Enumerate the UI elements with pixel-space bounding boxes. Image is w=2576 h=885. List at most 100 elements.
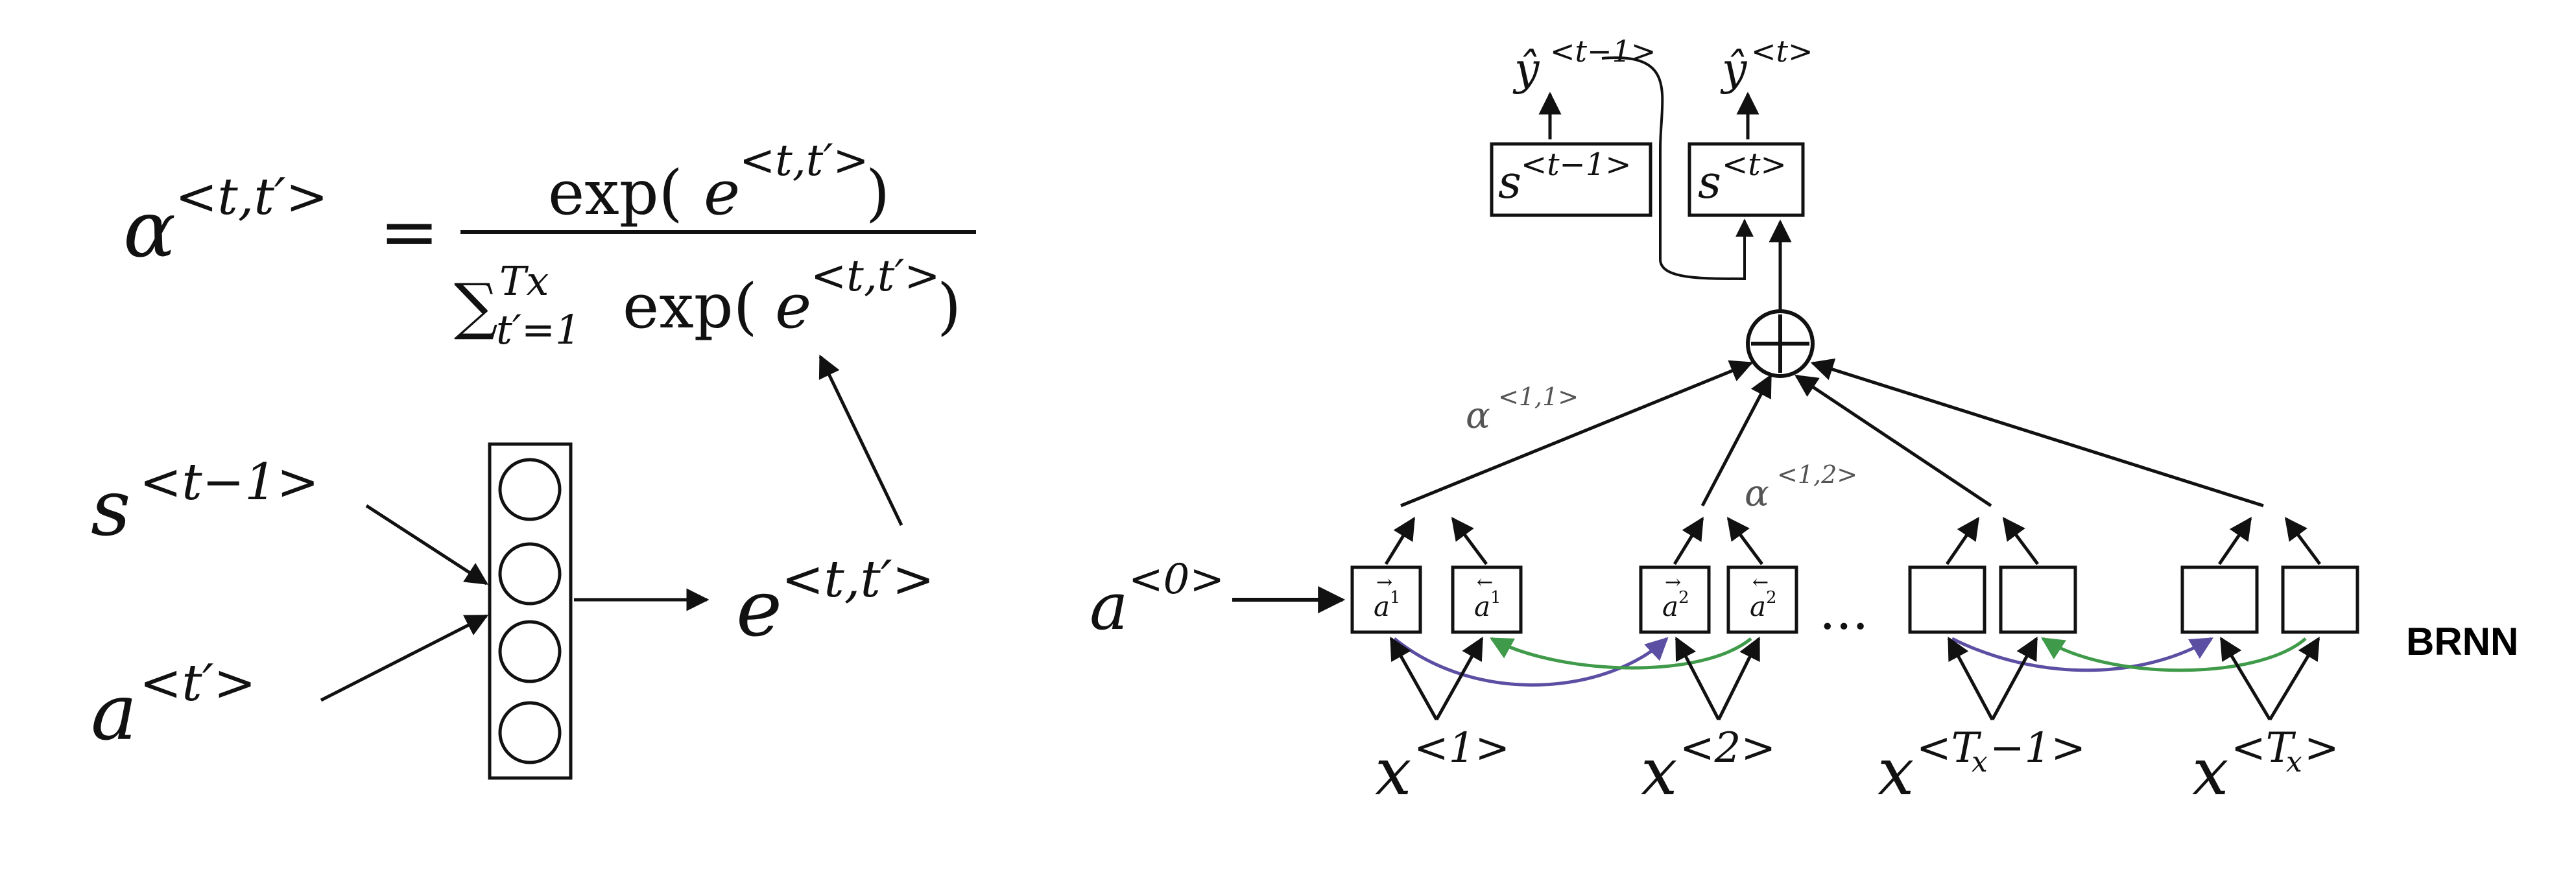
cell-2-fwd-up bbox=[1673, 517, 1704, 565]
input-1-to-bwd bbox=[1435, 636, 1484, 721]
attention-line-3 bbox=[1795, 374, 1992, 508]
output-prev-y: ŷ bbox=[1512, 44, 1540, 95]
state-prev-s: s bbox=[1498, 156, 1521, 209]
input-x-1: x bbox=[1375, 734, 1411, 810]
arrow-a-to-layer bbox=[320, 614, 489, 702]
neuron-layer-box bbox=[488, 442, 573, 780]
input-4-to-bwd bbox=[2268, 636, 2320, 721]
output-curr-y: ŷ bbox=[1720, 44, 1748, 95]
input-x-tx-sub: x bbox=[2286, 746, 2302, 779]
ellipsis: ... bbox=[1819, 581, 1868, 641]
input-x-2-superscript: <2> bbox=[1680, 724, 1776, 772]
output-e-superscript: <t,t′> bbox=[781, 550, 935, 609]
input-x-tx-sup: <T bbox=[2231, 724, 2296, 772]
brnn-label: BRNN bbox=[2406, 620, 2518, 663]
forward-arrow-2: → bbox=[1665, 571, 1681, 594]
input-x-tx-minus-1: x bbox=[1878, 734, 1914, 810]
arrow-e-to-formula bbox=[818, 354, 903, 526]
alpha-12: α bbox=[1745, 473, 1769, 515]
forward-label-1: a bbox=[1374, 591, 1390, 622]
numerator-close: ) bbox=[866, 158, 890, 229]
backward-label-2: a bbox=[1750, 591, 1766, 622]
forward-sup-2: 2 bbox=[1678, 588, 1689, 608]
cell-3-bwd-up bbox=[2002, 517, 2040, 565]
attention-line-2 bbox=[1700, 373, 1772, 507]
input-s: s bbox=[91, 464, 131, 554]
numerator-e: e bbox=[704, 158, 740, 229]
forward-connection-1-2 bbox=[1393, 637, 1669, 687]
input-x-tx-minus-1-sup: <T bbox=[1916, 724, 1982, 772]
brnn-inputs: x <1> x <2> x <T x −1> x <T x > bbox=[1375, 724, 2339, 810]
alpha-11: α bbox=[1466, 395, 1490, 437]
input-x-1-superscript: <1> bbox=[1414, 724, 1510, 772]
formula-alpha-superscript: <t,t′> bbox=[175, 168, 328, 226]
denominator-close: ) bbox=[937, 271, 961, 342]
neuron-4 bbox=[498, 701, 562, 764]
forward-cell-1 bbox=[1350, 565, 1422, 634]
input-x-2: x bbox=[1641, 734, 1677, 810]
backward-connection-4-3 bbox=[2041, 637, 2307, 672]
input-x-tx-minus-1-tail: −1> bbox=[1990, 724, 2086, 772]
denominator-lower-limit: t′=1 bbox=[496, 306, 580, 353]
output-e: e bbox=[736, 564, 782, 654]
input-2-to-bwd bbox=[1717, 636, 1761, 721]
denominator-exp: exp( bbox=[623, 271, 757, 342]
denominator-e: e bbox=[775, 271, 811, 342]
attention-line-1 bbox=[1400, 360, 1754, 508]
input-arrows bbox=[1389, 636, 2320, 721]
input-x-tx: x bbox=[2192, 734, 2228, 810]
backward-cell-3 bbox=[1999, 565, 2077, 634]
small-attention-network: s <t−1> a <t′> e <t,t′> bbox=[91, 442, 935, 780]
backward-cell-1 bbox=[1451, 565, 1523, 634]
brnn-cell-1: → a 1 ← a 1 bbox=[1350, 517, 1523, 634]
state-curr-superscript: <t> bbox=[1722, 147, 1787, 183]
state-prev-superscript: <t−1> bbox=[1521, 147, 1631, 183]
initial-activation-superscript: <0> bbox=[1128, 556, 1224, 604]
cell-4-bwd-up bbox=[2284, 517, 2322, 565]
input-x-tx-tail: > bbox=[2304, 724, 2339, 772]
brnn-cell-4 bbox=[2180, 517, 2359, 634]
denominator-upper-limit: Tx bbox=[499, 257, 549, 305]
forward-arrow-1: → bbox=[1376, 571, 1392, 594]
input-a-superscript: <t′> bbox=[139, 654, 256, 713]
forward-cell-3 bbox=[1908, 565, 1986, 634]
backward-sup-1: 1 bbox=[1490, 588, 1501, 608]
input-s-superscript: <t−1> bbox=[139, 453, 319, 512]
alpha-12-superscript: <1,2> bbox=[1777, 460, 1857, 489]
brnn-cell-3 bbox=[1908, 517, 2077, 634]
input-4-to-fwd bbox=[2219, 636, 2272, 721]
backward-cell-4 bbox=[2281, 565, 2359, 634]
brnn-network: ŷ <t−1> ŷ <t> s <t−1> s <t> α <1,1> α <1… bbox=[1090, 34, 2518, 810]
denominator-e-superscript: <t,t′> bbox=[811, 251, 940, 301]
input-3-to-fwd bbox=[1947, 636, 1994, 721]
formula-alpha: α bbox=[123, 185, 176, 275]
input-a: a bbox=[91, 668, 137, 758]
backward-arrow-2: ← bbox=[1752, 571, 1769, 594]
input-x-tx-minus-1-sub: x bbox=[1972, 746, 1988, 779]
forward-label-2: a bbox=[1662, 591, 1678, 622]
neuron-3 bbox=[498, 620, 562, 683]
input-3-to-bwd bbox=[1990, 636, 2038, 721]
forward-cell-4 bbox=[2180, 565, 2259, 634]
numerator-exp: exp( bbox=[548, 158, 683, 229]
forward-sup-1: 1 bbox=[1390, 588, 1401, 608]
brnn-cell-2: → a 2 ← a 2 bbox=[1639, 517, 1798, 634]
forward-connection-3-4 bbox=[1951, 637, 2214, 672]
backward-cell-2 bbox=[1726, 565, 1798, 634]
backward-connection-2-1 bbox=[1489, 637, 1752, 670]
cell-4-fwd-up bbox=[2217, 517, 2252, 565]
neuron-1 bbox=[498, 458, 562, 521]
backward-arrow-1: ← bbox=[1477, 571, 1493, 594]
alpha-11-superscript: <1,1> bbox=[1498, 383, 1579, 411]
output-curr-y-superscript: <t> bbox=[1751, 34, 1813, 69]
numerator-e-superscript: <t,t′> bbox=[739, 136, 869, 185]
arrow-s-to-layer bbox=[365, 504, 488, 585]
state-curr-s: s bbox=[1698, 156, 1721, 209]
cell-1-fwd-up bbox=[1384, 517, 1416, 565]
feedback-prev-output-to-state bbox=[1601, 56, 1754, 281]
cell-1-bwd-up bbox=[1451, 517, 1488, 565]
attention-line-4 bbox=[1810, 358, 2264, 508]
state-curr-box bbox=[1688, 142, 1805, 217]
